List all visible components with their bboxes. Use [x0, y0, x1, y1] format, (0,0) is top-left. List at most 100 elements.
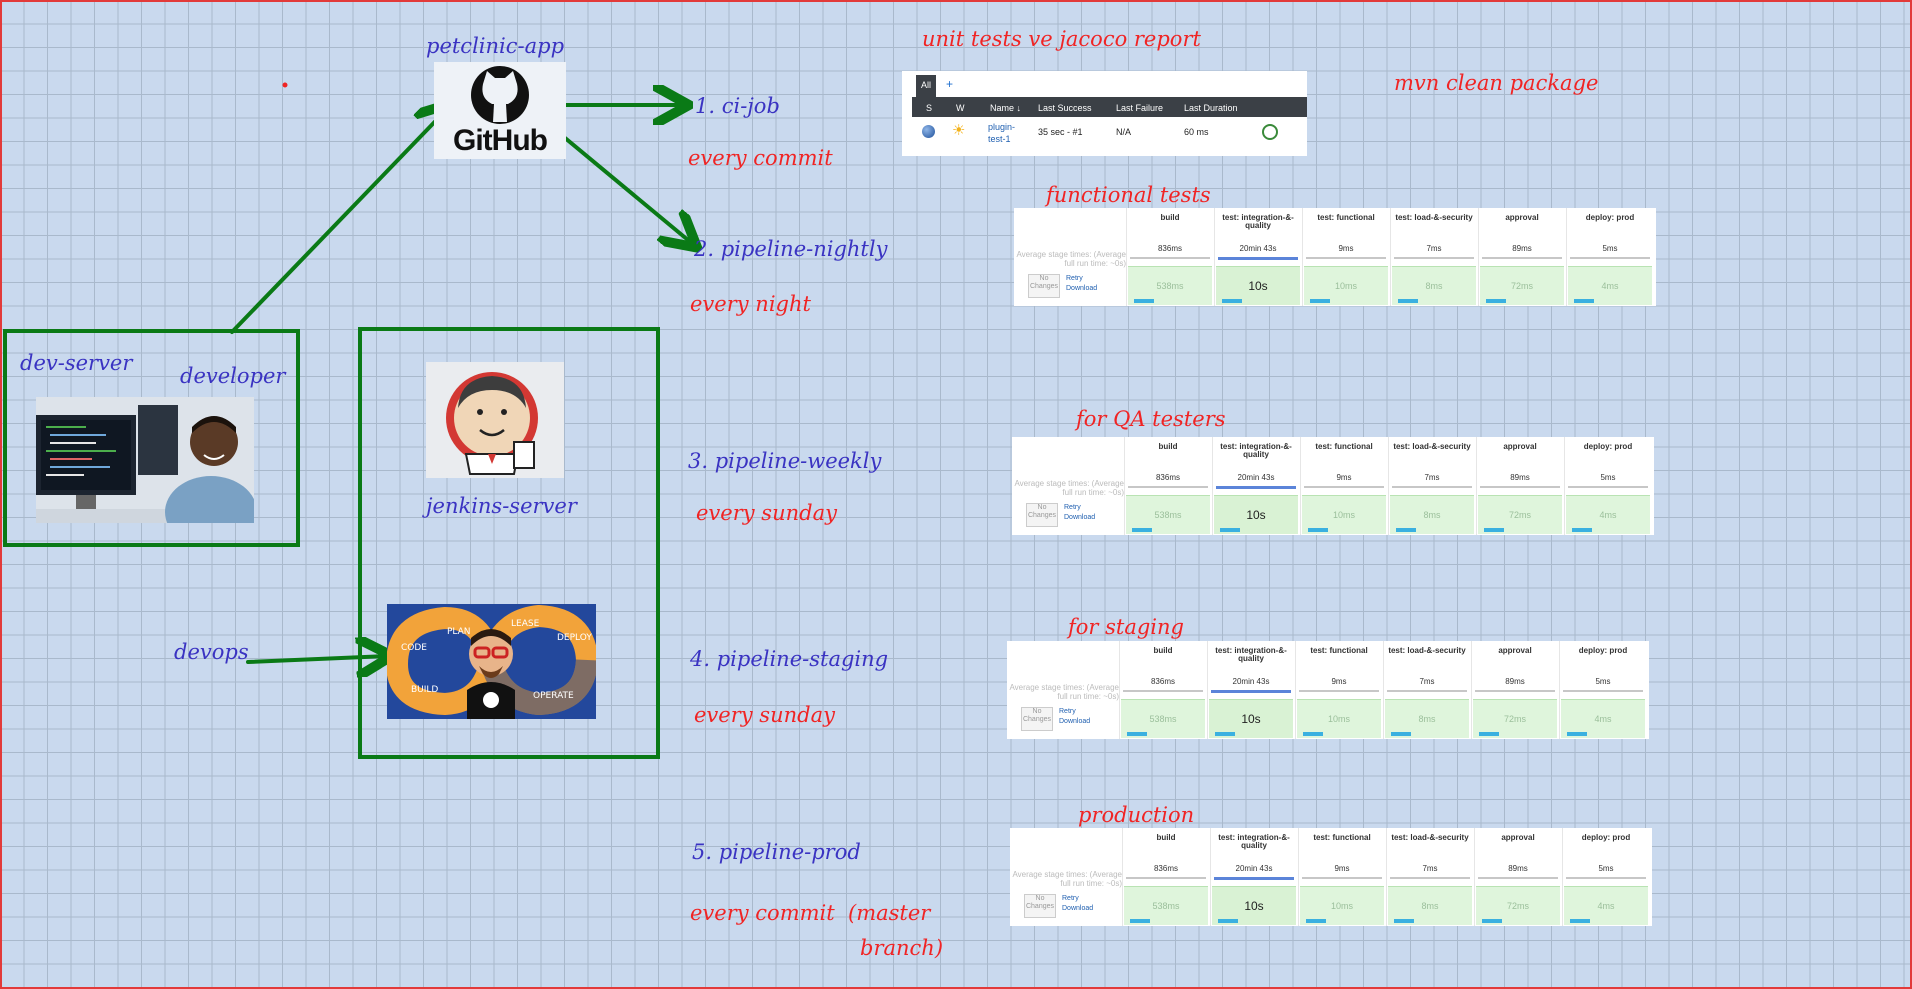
retry-link[interactable]: Retry [1059, 708, 1076, 715]
stage-cell[interactable]: 10ms [1302, 495, 1386, 534]
github-octocat-icon [471, 66, 529, 124]
stage-progress-bar [1132, 528, 1152, 532]
stage-progress-bar [1567, 732, 1587, 736]
col-last-success[interactable]: Last Success [1038, 103, 1092, 113]
stage-cell[interactable]: 4ms [1564, 886, 1648, 925]
pipeline-2-schedule: every night [690, 292, 811, 316]
stage-cell[interactable]: 10s [1212, 886, 1296, 925]
weather-sun-icon: ☀ [952, 122, 966, 139]
stage-cell[interactable]: 72ms [1473, 699, 1557, 738]
stage-cell[interactable]: 538ms [1124, 886, 1208, 925]
stage-separator [1295, 641, 1296, 739]
tab-all[interactable]: All [916, 75, 936, 97]
add-view-button[interactable]: + [946, 77, 954, 91]
stage-avg-bar [1123, 690, 1203, 692]
download-link[interactable]: Download [1066, 285, 1098, 292]
stage-progress-bar [1570, 919, 1590, 923]
stage-header: test: integration-&-quality [1218, 833, 1290, 850]
retry-link[interactable]: Retry [1062, 895, 1079, 902]
stage-avg-bar [1570, 257, 1650, 259]
stage-avg-time: 89ms [1512, 244, 1532, 253]
schedule-build-icon[interactable] [1262, 124, 1278, 140]
col-w: W [956, 103, 965, 113]
last-success[interactable]: 35 sec - #1 [1038, 127, 1083, 137]
stage-avg-bar [1568, 486, 1648, 488]
stage-avg-bar [1394, 257, 1474, 259]
stage-avg-time: 5ms [1602, 244, 1618, 253]
stage-avg-time: 89ms [1505, 677, 1525, 686]
download-link[interactable]: Download [1059, 718, 1091, 725]
svg-text:DEPLOY: DEPLOY [557, 633, 592, 643]
stage-cell-time: 4ms [1599, 510, 1617, 520]
stage-avg-time: 89ms [1510, 473, 1530, 482]
stage-cell[interactable]: 10s [1209, 699, 1293, 738]
pipeline-3-caption: for QA testers [1076, 407, 1226, 431]
stage-cell[interactable]: 72ms [1480, 266, 1564, 305]
average-stage-times-label: Average stage times: (Average full run t… [1012, 870, 1122, 888]
devops-cycle-image: PLAN LEASE DEPLOY CODE BUILD OPERATE [387, 604, 596, 719]
stage-header: test: load-&-security [1388, 646, 1466, 655]
pipeline-5-caption: production [1078, 803, 1195, 827]
stage-cell[interactable]: 10ms [1304, 266, 1388, 305]
stage-cell[interactable]: 10s [1214, 495, 1298, 534]
job-name-link[interactable]: plugin-test-1 [988, 122, 1016, 144]
stage-cell[interactable]: 72ms [1478, 495, 1562, 534]
col-name[interactable]: Name ↓ [990, 103, 1022, 113]
col-last-duration[interactable]: Last Duration [1184, 103, 1238, 113]
stage-view-weekly: Average stage times: (Average full run t… [1012, 437, 1654, 535]
stage-progress-bar [1391, 732, 1411, 736]
svg-text:OPERATE: OPERATE [533, 691, 574, 701]
stage-cell[interactable]: 538ms [1121, 699, 1205, 738]
stage-header: approval [1498, 646, 1532, 655]
stage-progress-bar [1222, 299, 1242, 303]
stage-avg-bar [1128, 486, 1208, 488]
stage-separator [1210, 828, 1211, 926]
average-stage-times-label: Average stage times: (Average full run t… [1016, 250, 1126, 268]
stage-cell[interactable]: 4ms [1566, 495, 1650, 534]
stage-cell[interactable]: 4ms [1561, 699, 1645, 738]
stage-cell[interactable]: 10ms [1297, 699, 1381, 738]
stage-cell[interactable]: 10s [1216, 266, 1300, 305]
jenkins-logo [426, 362, 564, 478]
stage-progress-bar [1134, 299, 1154, 303]
stage-header: deploy: prod [1581, 833, 1631, 842]
stage-avg-bar [1218, 257, 1298, 260]
stage-cell[interactable]: 538ms [1128, 266, 1212, 305]
download-link[interactable]: Download [1064, 514, 1096, 521]
pipeline-1-title: 1. ci-job [695, 94, 780, 118]
stage-separator [1298, 828, 1299, 926]
stage-header: test: load-&-security [1391, 833, 1469, 842]
svg-text:LEASE: LEASE [511, 619, 540, 629]
col-last-failure[interactable]: Last Failure [1116, 103, 1164, 113]
stage-cell[interactable]: 8ms [1388, 886, 1472, 925]
stage-cell[interactable]: 8ms [1390, 495, 1474, 534]
stage-cell[interactable]: 10ms [1300, 886, 1384, 925]
stage-separator [1126, 208, 1127, 306]
stage-cell[interactable]: 8ms [1385, 699, 1469, 738]
stage-header: build [1156, 833, 1176, 842]
stage-cell-time: 8ms [1418, 714, 1436, 724]
pipeline-3-title: 3. pipeline-weekly [688, 449, 882, 473]
retry-link[interactable]: Retry [1064, 504, 1081, 511]
download-link[interactable]: Download [1062, 905, 1094, 912]
no-changes-badge: No Changes [1021, 707, 1053, 731]
stage-cell[interactable]: 538ms [1126, 495, 1210, 534]
stage-cell[interactable]: 4ms [1568, 266, 1652, 305]
stage-avg-time: 7ms [1424, 473, 1440, 482]
stage-progress-bar [1574, 299, 1594, 303]
stage-cell-time: 72ms [1510, 281, 1533, 291]
stage-cell[interactable]: 8ms [1392, 266, 1476, 305]
stage-cell[interactable]: 72ms [1476, 886, 1560, 925]
retry-link[interactable]: Retry [1066, 275, 1083, 282]
stage-separator [1564, 437, 1565, 535]
